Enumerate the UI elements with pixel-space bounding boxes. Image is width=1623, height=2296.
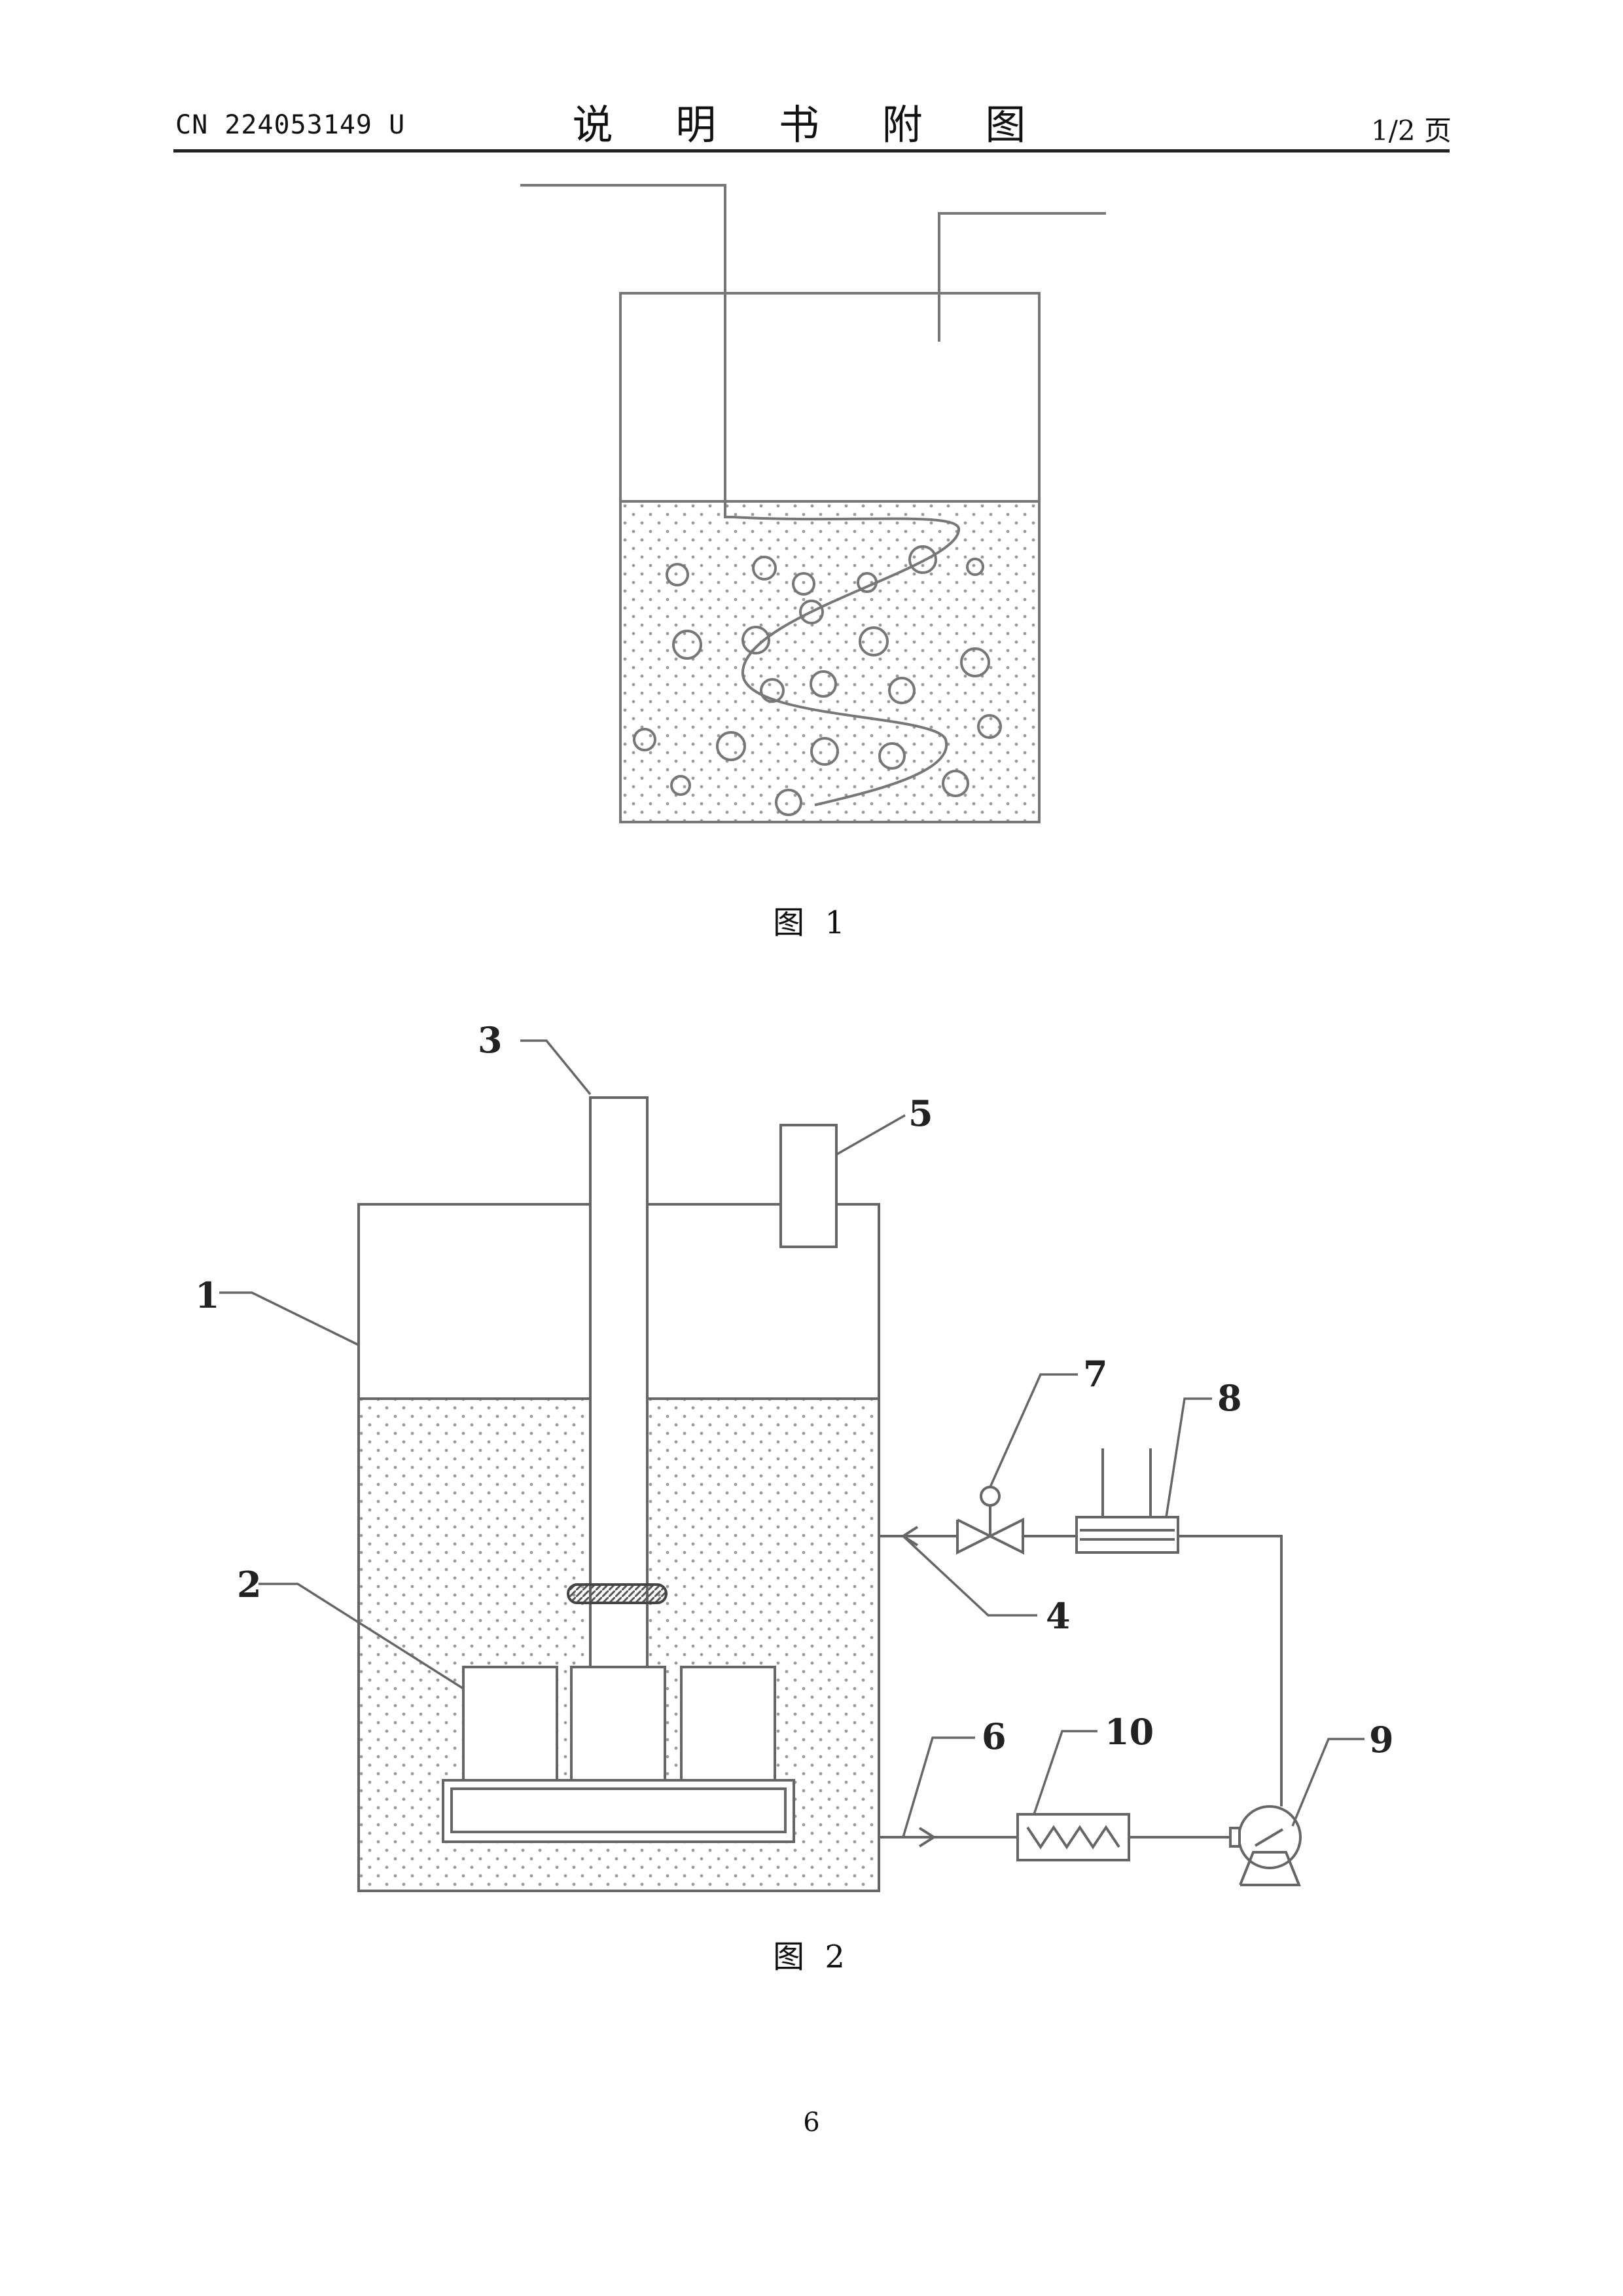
fig1-liquid xyxy=(620,501,1039,822)
fig2-pump-inlet xyxy=(1230,1828,1240,1846)
fig1-inlet-pipe xyxy=(520,185,733,517)
fig2-exchanger xyxy=(1077,1517,1178,1552)
fig2-label-1: 1 xyxy=(195,1274,220,1316)
fig2-label-6: 6 xyxy=(982,1715,1007,1757)
fig2-label-3: 3 xyxy=(478,1019,503,1061)
fig2-pipe-to-pump xyxy=(1178,1536,1281,1806)
fig2-block-center xyxy=(571,1667,665,1785)
fig2-stirrer-blade xyxy=(568,1585,666,1603)
fig2-label-8: 8 xyxy=(1217,1377,1242,1419)
figure-1 xyxy=(520,185,1106,822)
figure-2 xyxy=(359,1098,1300,1891)
figure-2-caption: 图 2 xyxy=(0,1931,1623,1977)
fig2-label-2: 2 xyxy=(237,1564,262,1605)
figure-1-caption: 图 1 xyxy=(0,897,1623,942)
fig2-valve-actuator xyxy=(981,1487,999,1505)
page-number: 6 xyxy=(0,2108,1623,2138)
fig2-label-5: 5 xyxy=(908,1092,933,1134)
fig2-label-7: 7 xyxy=(1083,1353,1108,1395)
fig2-label-4: 4 xyxy=(1046,1595,1071,1637)
fig2-block-left xyxy=(463,1667,557,1785)
fig2-label-9: 9 xyxy=(1369,1719,1394,1761)
fig2-block-right xyxy=(681,1667,775,1785)
fig2-top-component xyxy=(781,1125,836,1247)
fig2-label-10: 10 xyxy=(1105,1711,1154,1753)
fig1-outlet-pipe xyxy=(939,213,1106,342)
